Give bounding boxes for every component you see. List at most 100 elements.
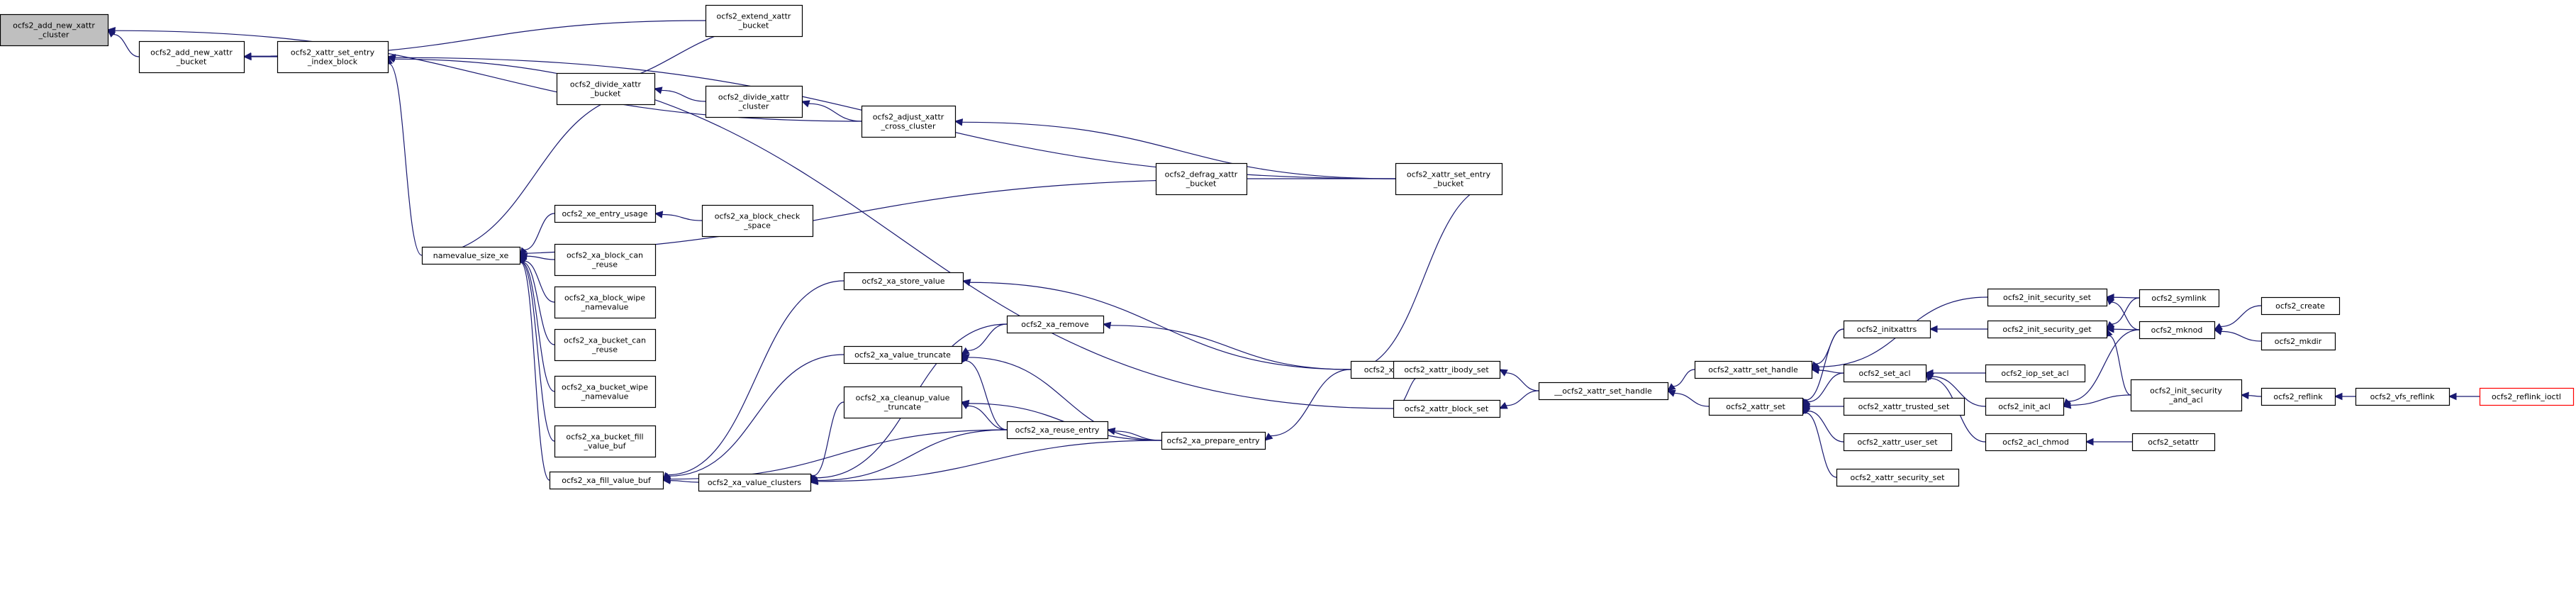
edge-line xyxy=(969,282,1351,370)
edge-line xyxy=(967,405,1008,430)
node-xattr-set[interactable]: ocfs2_xattr_set xyxy=(1708,397,1804,416)
node-trusted-set[interactable]: ocfs2_xattr_trusted_set xyxy=(1843,397,1966,416)
arrowhead-icon xyxy=(1498,369,1508,377)
node-xe-entry-usage[interactable]: ocfs2_xe_entry_usage xyxy=(554,204,657,223)
edge-line xyxy=(817,440,1162,482)
node-defrag-bucket[interactable]: ocfs2_defrag_xattr_bucket xyxy=(1155,162,1248,196)
edge-line xyxy=(526,255,555,260)
node-label: ocfs2_symlink xyxy=(2151,294,2207,303)
node-iop-set-acl[interactable]: ocfs2_iop_set_acl xyxy=(1985,364,2086,383)
edge-line xyxy=(389,63,423,256)
node-label: _bucket xyxy=(590,89,621,99)
arrowhead-icon xyxy=(960,401,970,409)
node-label: _bucket xyxy=(1433,179,1464,189)
node-divide-cluster[interactable]: ocfs2_divide_xattr_cluster xyxy=(705,85,803,118)
node-add-bucket[interactable]: ocfs2_add_new_xattr_bucket xyxy=(138,40,245,74)
node-label: ocfs2_adjust_xattr xyxy=(873,113,944,122)
node-reflink[interactable]: ocfs2_reflink xyxy=(2260,387,2336,406)
node-label: ocfs2_divide_xattr xyxy=(718,93,790,102)
node-label: ocfs2_xa_store_value xyxy=(862,277,945,286)
node-fill-value-buf[interactable]: ocfs2_xa_fill_value_buf xyxy=(549,471,664,490)
call-edge-store_value-to-fill_value_buf xyxy=(662,280,844,481)
node-block-check-space[interactable]: ocfs2_xa_block_check_space xyxy=(701,204,814,238)
arrowhead-icon xyxy=(1925,372,1934,382)
node-init-acl[interactable]: ocfs2_init_acl xyxy=(1985,397,2065,416)
node-bucket-can-reuse[interactable]: ocfs2_xa_bucket_can_reuse xyxy=(554,328,657,362)
edge-line xyxy=(1114,430,1162,441)
node-label: _bucket xyxy=(176,57,207,67)
edge-line xyxy=(1506,390,1539,406)
node-box xyxy=(1843,433,1953,452)
node-set-entry-index[interactable]: ocfs2_xattr_set_entry_index_block xyxy=(277,40,389,74)
node-acl-chmod[interactable]: ocfs2_acl_chmod xyxy=(1985,433,2087,452)
node-block-wipe[interactable]: ocfs2_xa_block_wipe_namevalue xyxy=(554,286,657,319)
node-vfs-reflink[interactable]: ocfs2_vfs_reflink xyxy=(2355,387,2450,406)
node-label: ocfs2_set_acl xyxy=(1858,369,1910,378)
node-init-security-set[interactable]: ocfs2_init_security_set xyxy=(1987,288,2108,307)
edge-line xyxy=(2221,330,2262,342)
edge-line xyxy=(967,323,1008,352)
node-box xyxy=(701,204,814,238)
node-box xyxy=(1843,364,1927,383)
edge-line xyxy=(662,213,703,221)
node-security-set[interactable]: ocfs2_xattr_security_set xyxy=(1836,468,1960,487)
arrowhead-icon xyxy=(2106,296,2115,306)
node-label: _index_block xyxy=(307,57,358,67)
node-namevalue[interactable]: namevalue_size_xe xyxy=(421,246,521,265)
node-value-clusters[interactable]: ocfs2_xa_value_clusters xyxy=(698,473,812,492)
node-label: ocfs2_xattr_set_entry xyxy=(291,48,375,57)
node-store-value[interactable]: ocfs2_xa_store_value xyxy=(843,272,964,291)
arrowhead-icon xyxy=(809,477,819,485)
node-block-set[interactable]: ocfs2_xattr_block_set xyxy=(1393,399,1501,418)
call-edge-mkdir-to-mknod xyxy=(2213,328,2262,342)
edge-line xyxy=(669,429,1008,480)
call-edge-namevalue-to-defrag_bucket xyxy=(421,175,1248,256)
node-initxattrs[interactable]: ocfs2_initxattrs xyxy=(1843,320,1931,339)
arrowhead-icon xyxy=(1102,321,1112,330)
node-box xyxy=(698,473,812,492)
node-label: _reuse xyxy=(591,260,618,269)
arrowhead-icon xyxy=(2334,392,2343,401)
node-set-handle-inner[interactable]: __ocfs2_xattr_set_handle xyxy=(1538,382,1669,401)
edge-line xyxy=(2113,296,2140,299)
node-user-set[interactable]: ocfs2_xattr_user_set xyxy=(1843,433,1953,452)
call-edge-init_security_get-to-initxattrs xyxy=(1929,325,1988,333)
node-cleanup-truncate[interactable]: ocfs2_xa_cleanup_value_truncate xyxy=(843,386,963,419)
arrowhead-icon xyxy=(1811,361,1819,370)
node-reuse-entry[interactable]: ocfs2_xa_reuse_entry xyxy=(1006,421,1109,440)
node-box xyxy=(1985,364,2086,383)
node-init-sec-and-acl[interactable]: ocfs2_init_security_and_acl xyxy=(2130,379,2243,412)
edge-line xyxy=(1270,369,1351,437)
node-value-truncate[interactable]: ocfs2_xa_value_truncate xyxy=(843,345,963,365)
node-label: ocfs2_mknod xyxy=(2151,326,2203,335)
call-edge-create-to-mknod xyxy=(2213,305,2262,330)
node-create[interactable]: ocfs2_create xyxy=(2260,296,2341,316)
edge-line xyxy=(2220,305,2262,328)
node-divide-bucket[interactable]: ocfs2_divide_xattr_bucket xyxy=(556,72,656,106)
node-bucket-fill[interactable]: ocfs2_xa_bucket_fill_value_buf xyxy=(554,425,657,458)
node-mknod[interactable]: ocfs2_mknod xyxy=(2139,321,2216,340)
node-prepare-entry[interactable]: ocfs2_xa_prepare_entry xyxy=(1161,431,1266,450)
node-root[interactable]: ocfs2_add_new_xattr_cluster xyxy=(0,13,109,47)
call-edge-initxattrs-to-set_handle xyxy=(1811,328,1844,370)
node-label: ocfs2_mkdir xyxy=(2275,337,2322,346)
call-edge-add_bucket-to-root xyxy=(107,29,140,57)
node-block-can-reuse[interactable]: ocfs2_xa_block_can_reuse xyxy=(554,243,657,277)
node-reflink-ioctl[interactable]: ocfs2_reflink_ioctl xyxy=(2479,387,2575,406)
arrowhead-icon xyxy=(654,211,664,218)
node-adjust-cross[interactable]: ocfs2_adjust_xattr_cross_cluster xyxy=(861,105,957,138)
node-box xyxy=(1161,431,1266,450)
node-label: ocfs2_vfs_reflink xyxy=(2370,392,2435,401)
call-edge-xa_set-to-prepare_entry xyxy=(1264,369,1351,441)
node-set-acl[interactable]: ocfs2_set_acl xyxy=(1843,364,1927,383)
node-ibody-set[interactable]: ocfs2_xattr_ibody_set xyxy=(1393,360,1501,379)
node-set-handle[interactable]: ocfs2_xattr_set_handle xyxy=(1694,360,1813,379)
node-xa-remove[interactable]: ocfs2_xa_remove xyxy=(1006,315,1105,334)
node-extend-bucket[interactable]: ocfs2_extend_xattr_bucket xyxy=(705,4,803,38)
node-bucket-wipe[interactable]: ocfs2_xa_bucket_wipe_namevalue xyxy=(554,375,657,408)
node-setattr[interactable]: ocfs2_setattr xyxy=(2131,433,2216,452)
node-symlink[interactable]: ocfs2_symlink xyxy=(2139,289,2220,308)
node-init-security-get[interactable]: ocfs2_init_security_get xyxy=(1987,320,2108,339)
node-set-entry-bucket[interactable]: ocfs2_xattr_set_entry_bucket xyxy=(1395,162,1503,196)
node-mkdir[interactable]: ocfs2_mkdir xyxy=(2260,332,2336,351)
